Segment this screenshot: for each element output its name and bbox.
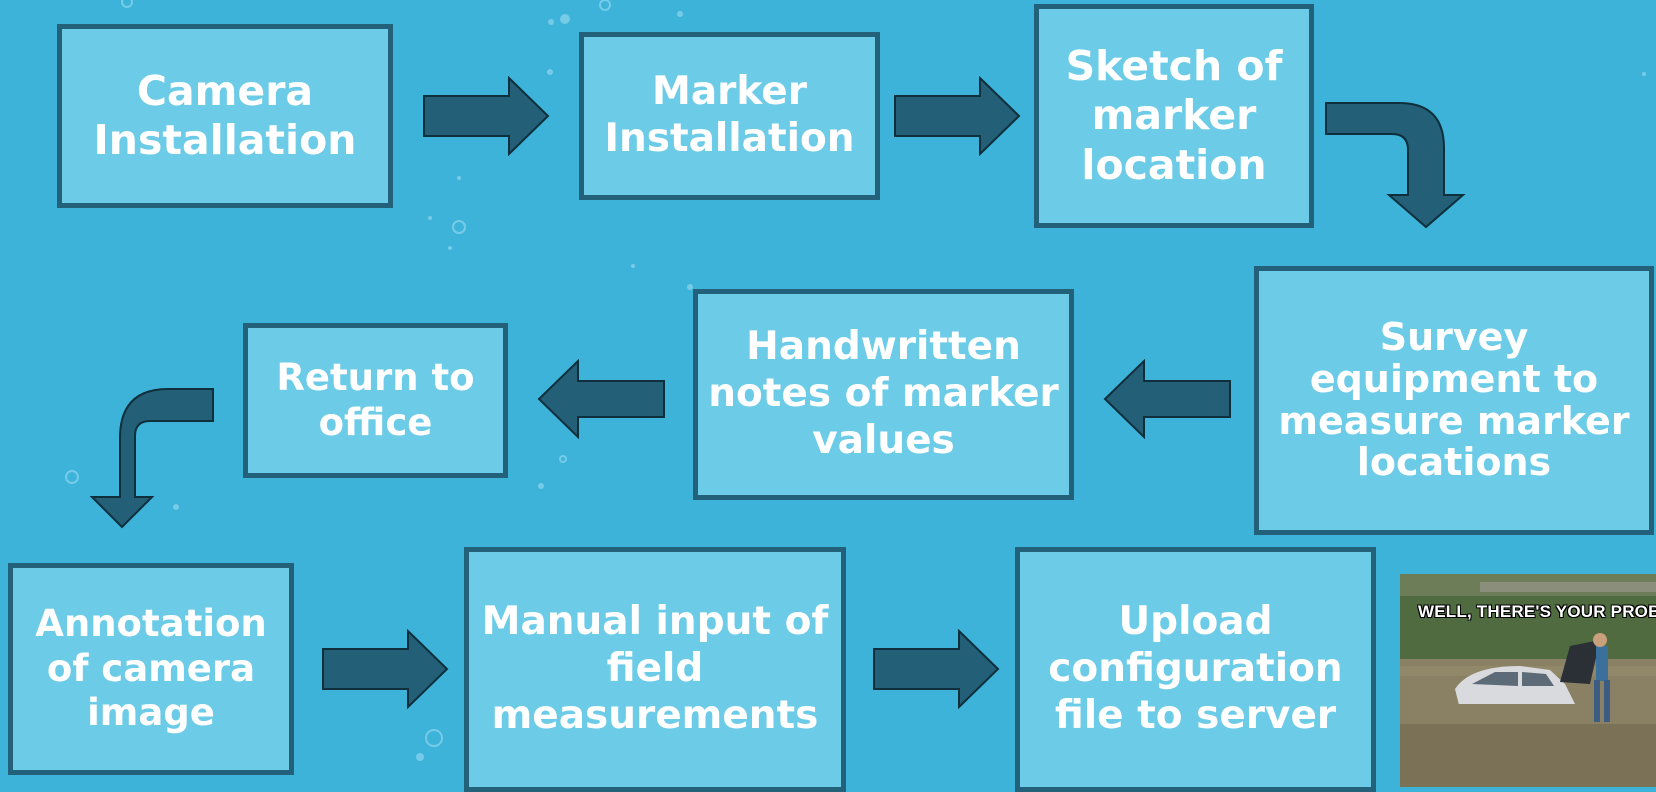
step-label: Return to office	[276, 356, 475, 444]
step-annotation-camera-image: Annotation of camera image	[8, 563, 294, 775]
step-upload-configuration: Upload configuration file to server	[1015, 547, 1376, 792]
right-arrow-icon	[322, 629, 449, 709]
right-arrow-icon	[423, 76, 550, 156]
step-return-to-office: Return to office	[243, 323, 508, 478]
step-marker-installation: Marker Installation	[579, 32, 880, 200]
step-survey-equipment: Survey equipment to measure marker locat…	[1254, 266, 1654, 535]
step-label: Manual input of field measurements	[481, 599, 829, 738]
curved-down-arrow-icon	[89, 388, 214, 529]
flooded-car-illustration	[1400, 574, 1656, 787]
right-arrow-icon	[873, 629, 1000, 709]
curved-down-arrow-icon	[1325, 102, 1466, 229]
step-label: Sketch of marker location	[1065, 42, 1283, 189]
step-camera-installation: Camera Installation	[57, 24, 393, 208]
left-arrow-icon	[1103, 359, 1231, 439]
step-sketch-marker-location: Sketch of marker location	[1034, 4, 1314, 228]
right-arrow-icon	[894, 76, 1021, 156]
step-label: Handwritten notes of marker values	[708, 324, 1059, 463]
step-label: Camera Installation	[93, 66, 357, 164]
step-label: Survey equipment to measure marker locat…	[1278, 314, 1630, 485]
step-manual-input: Manual input of field measurements	[464, 547, 846, 792]
step-label: Upload configuration file to server	[1048, 599, 1343, 738]
meme-caption: WELL, THERE'S YOUR PROBLEM	[1418, 602, 1656, 621]
step-label: Marker Installation	[604, 69, 855, 161]
left-arrow-icon	[537, 359, 665, 439]
step-handwritten-notes: Handwritten notes of marker values	[693, 289, 1074, 500]
step-label: Annotation of camera image	[35, 602, 267, 735]
meme-image: WELL, THERE'S YOUR PROBLEM	[1400, 574, 1656, 787]
